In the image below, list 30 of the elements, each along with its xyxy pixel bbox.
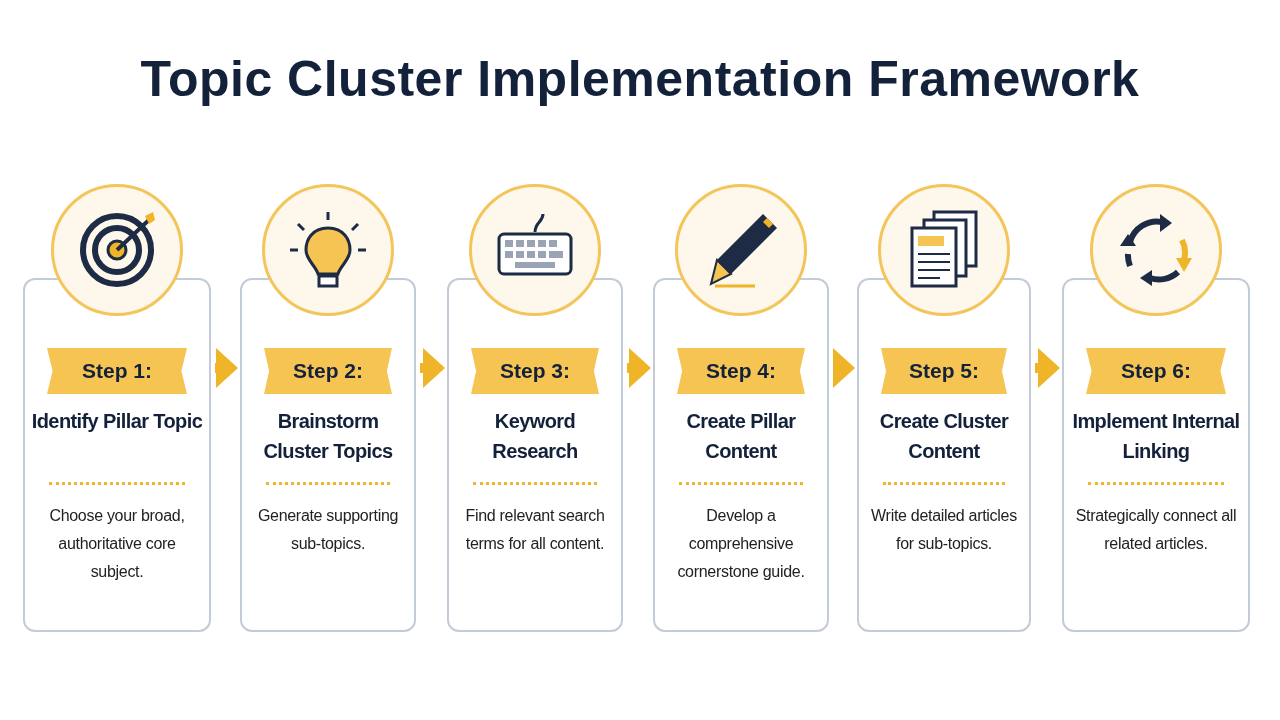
step-description: Write detailed articles for sub-topics. <box>870 506 1018 554</box>
arrow <box>627 348 651 388</box>
step-title: Identify Pillar Topic <box>31 409 203 434</box>
step-ribbon: Step 3: <box>471 348 599 394</box>
step-description: Choose your broad, authoritative core subject. <box>48 506 186 582</box>
step-card <box>857 278 1031 632</box>
step-description: Find relevant search terms for all content. <box>464 506 606 554</box>
diagram-title: Topic Cluster Implementation Framework <box>139 50 1141 108</box>
step-title: Keyword Research <box>491 409 579 464</box>
arrow <box>420 348 445 388</box>
step-ribbon: Step 6: <box>1086 348 1226 394</box>
step-card <box>1062 278 1250 632</box>
step-ribbon: Step 2: <box>264 348 392 394</box>
step-title: Create Pillar Content <box>685 409 797 464</box>
step-title: Create Cluster Content <box>878 409 1010 464</box>
step-description: Strategically connect all related articles. <box>1074 506 1238 554</box>
step-card <box>653 278 829 632</box>
step-card <box>23 278 211 632</box>
step-ribbon: Step 5: <box>881 348 1007 394</box>
arrow <box>215 348 238 388</box>
step-card <box>447 278 623 632</box>
arrow <box>1035 348 1060 388</box>
step-title: Brainstorm Cluster Topics <box>262 409 394 464</box>
step-title: Implement Internal Linking <box>1071 409 1241 464</box>
arrow <box>833 348 855 388</box>
step-description: Develop a comprehensive cornerstone guide. <box>676 506 806 582</box>
step-ribbon: Step 4: <box>677 348 805 394</box>
step-description: Generate supporting sub-topics. <box>256 506 400 554</box>
step-ribbon: Step 1: <box>47 348 187 394</box>
step-card <box>240 278 416 632</box>
